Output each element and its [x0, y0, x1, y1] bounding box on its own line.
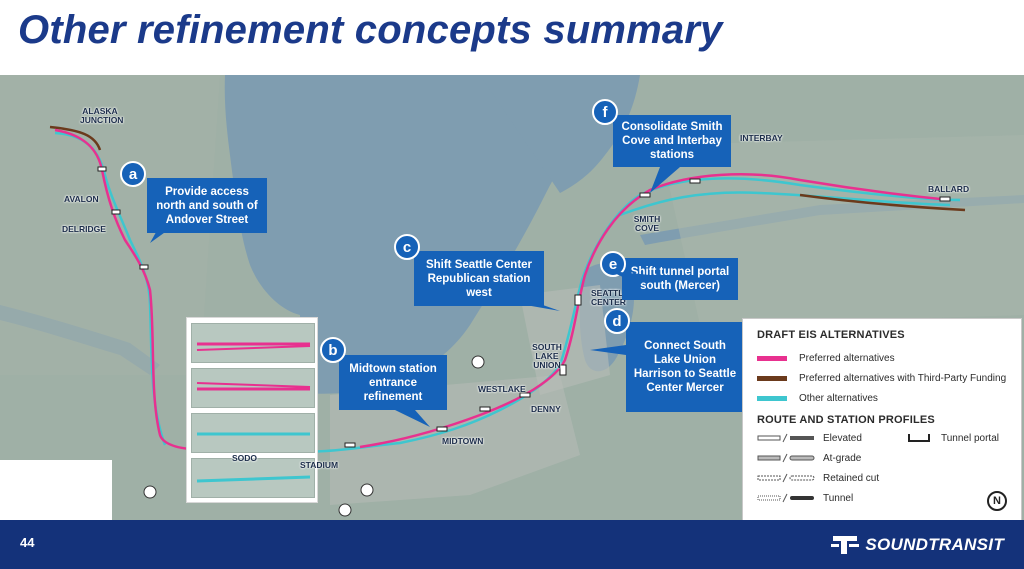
callout-letter-a: a — [120, 161, 146, 187]
retained-cut-icon — [757, 473, 815, 483]
tunnel-portal-icon — [908, 434, 930, 442]
legend-label: Retained cut — [823, 472, 880, 484]
station-label-ballard: BALLARD — [928, 184, 970, 194]
legend-label: Preferred alternatives — [799, 352, 895, 364]
legend-item-other: Other alternatives — [757, 388, 1007, 408]
station-markers — [97, 166, 951, 450]
station-label-midtown: MIDTOWN — [442, 436, 484, 446]
legend-spacer — [907, 449, 1017, 467]
inset-map — [191, 323, 315, 363]
at-grade-icon — [757, 453, 815, 463]
station-label-seattle-center: SEATTLE CENTER — [591, 288, 630, 307]
map-mask — [0, 460, 112, 520]
legend-profile-tunnel: Tunnel — [757, 489, 907, 507]
sound-transit-logo-icon — [831, 536, 860, 554]
legend-label: Tunnel portal — [941, 432, 999, 444]
legend-label: Elevated — [823, 432, 862, 444]
callout-letter-c: c — [394, 234, 420, 260]
inset-panel — [186, 317, 318, 503]
callout-letter-b: b — [320, 337, 346, 363]
title-bar: Other refinement concepts summary — [0, 0, 1024, 75]
station-label-sodo: SODO — [232, 453, 258, 463]
legend-swatch — [757, 355, 787, 361]
legend-item-preferred: Preferred alternatives — [757, 348, 1007, 368]
legend-label: At-grade — [823, 452, 862, 464]
legend-profile-at-grade: At-grade — [757, 449, 907, 467]
station-label-south-lake-union: SOUTH LAKE UNION — [532, 342, 562, 370]
station-label-stadium: STADIUM — [300, 460, 339, 470]
legend-label: Preferred alternatives with Third-Party … — [799, 372, 1007, 384]
map-legend: DRAFT EIS ALTERNATIVES Preferred alterna… — [742, 318, 1022, 522]
callout-d: Connect South Lake Union Harrison to Sea… — [626, 322, 744, 412]
station-label-smith-cove: SMITH COVE — [633, 214, 661, 233]
elevated-icon — [757, 433, 814, 443]
callout-a: Provide access north and south of Andove… — [147, 178, 267, 233]
legend-spacer — [907, 469, 1017, 487]
route-map: ALASKA JUNCTION AVALON DELRIDGE SODO STA… — [0, 75, 1024, 520]
inset-map — [191, 458, 315, 498]
station-label-delridge: DELRIDGE — [62, 224, 106, 234]
highway-shields — [143, 355, 485, 517]
north-arrow-icon: N — [987, 491, 1007, 511]
inset-map — [191, 413, 315, 453]
station-label-denny: DENNY — [531, 404, 561, 414]
callout-letter-f: f — [592, 99, 618, 125]
callout-f: Consolidate Smith Cove and Interbay stat… — [613, 115, 731, 167]
station-label-interbay: INTERBAY — [740, 133, 783, 143]
footer-bar: 44 SOUNDTRANSIT — [0, 520, 1024, 569]
brand-logo: SOUNDTRANSIT — [831, 531, 1004, 559]
callout-c: Shift Seattle Center Republican station … — [414, 251, 544, 306]
legend-profile-tunnel-portal: Tunnel portal — [907, 429, 1017, 447]
station-label-alaska-junction: ALASKA JUNCTION — [80, 106, 124, 125]
callout-letter-d: d — [604, 308, 630, 334]
brand-name: SOUNDTRANSIT — [865, 535, 1004, 554]
station-label-westlake: WESTLAKE — [478, 384, 526, 394]
legend-swatch — [757, 395, 787, 401]
legend-profile-retained-cut: Retained cut — [757, 469, 907, 487]
slide-title: Other refinement concepts summary — [18, 8, 723, 52]
inset-map — [191, 368, 315, 408]
tunnel-icon — [757, 493, 814, 503]
callout-b: Midtown station entrance refinement — [339, 355, 447, 410]
legend-profiles-heading: ROUTE AND STATION PROFILES — [757, 414, 935, 426]
legend-label: Other alternatives — [799, 392, 878, 404]
callout-e: Shift tunnel portal south (Mercer) — [622, 258, 738, 300]
page-number: 44 — [20, 535, 35, 550]
legend-alternatives-heading: DRAFT EIS ALTERNATIVES — [757, 329, 905, 341]
legend-profile-elevated: Elevated — [757, 429, 907, 447]
legend-swatch — [757, 375, 787, 381]
legend-label: Tunnel — [823, 492, 854, 504]
third-party-routes — [49, 125, 966, 212]
legend-profiles: Elevated Tunnel portal At-grade Retained… — [757, 429, 1007, 507]
legend-item-third-party: Preferred alternatives with Third-Party … — [757, 368, 1007, 388]
station-label-avalon: AVALON — [64, 194, 99, 204]
callout-letter-e: e — [600, 251, 626, 277]
